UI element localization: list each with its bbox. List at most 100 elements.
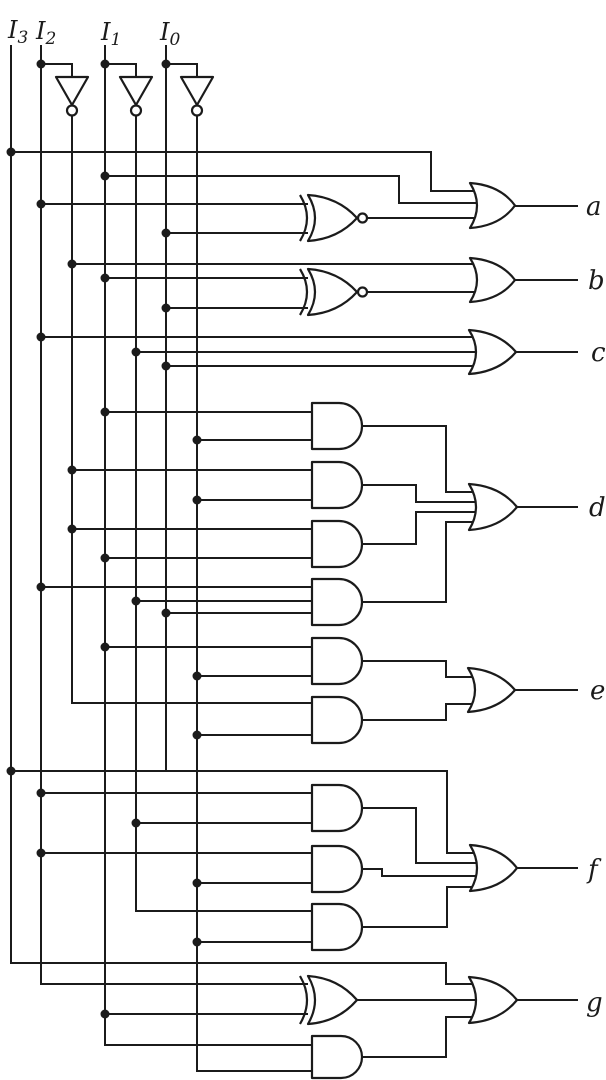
junction-dot bbox=[100, 273, 110, 283]
junction-dot bbox=[36, 332, 46, 342]
input-label-i0: I0 bbox=[159, 18, 180, 50]
junction-dot bbox=[36, 59, 46, 69]
junction-dot bbox=[36, 582, 46, 592]
xnor-bubble-icon bbox=[356, 212, 369, 224]
xor-back-arc bbox=[299, 268, 309, 316]
output-label-c: c bbox=[591, 338, 606, 368]
junction-dot bbox=[100, 1009, 110, 1019]
junction-dot bbox=[192, 671, 202, 681]
wire-d3-out bbox=[362, 511, 479, 545]
input-label-i1: I1 bbox=[100, 18, 121, 50]
xnor-gate-a bbox=[299, 193, 369, 243]
output-label-g: g bbox=[586, 988, 603, 1018]
input-label-sub: 0 bbox=[169, 30, 180, 50]
input-label-i2: I2 bbox=[35, 17, 56, 49]
not-gate-i2 bbox=[54, 75, 90, 117]
wire-d2-out bbox=[362, 484, 477, 503]
wire-rail-i0-inv bbox=[196, 116, 312, 1072]
junction-dot bbox=[100, 407, 110, 417]
wire-f3-out bbox=[362, 886, 478, 928]
xor-body bbox=[306, 974, 359, 1026]
junction-dot bbox=[192, 495, 202, 505]
wire-branch-i0-inv bbox=[166, 63, 198, 77]
wire-rail-i2-inv bbox=[71, 116, 312, 704]
or-gate-d bbox=[467, 482, 519, 532]
junction-dot bbox=[131, 818, 141, 828]
and-gate-d4 bbox=[310, 577, 364, 627]
junction-dot bbox=[100, 171, 110, 181]
and-gate-e1 bbox=[310, 636, 364, 686]
and-gate-f2 bbox=[310, 844, 364, 894]
wire-e2-out bbox=[362, 703, 476, 721]
junction-dot bbox=[6, 766, 16, 776]
wire-a-i3 bbox=[11, 151, 476, 192]
junction-dot bbox=[161, 59, 171, 69]
junction-dot bbox=[36, 848, 46, 858]
xor-back-arc bbox=[299, 194, 309, 242]
junction-dot bbox=[131, 347, 141, 357]
input-label-base: I bbox=[35, 17, 46, 45]
junction-dot bbox=[36, 199, 46, 209]
not-gate-i0 bbox=[179, 75, 215, 117]
not-gate-i1 bbox=[118, 75, 154, 117]
not-gate-bubble-icon bbox=[129, 104, 143, 117]
wire-f-i3 bbox=[11, 770, 478, 854]
gates-group bbox=[54, 75, 519, 1080]
output-label-a: a bbox=[586, 192, 602, 222]
junction-dot bbox=[67, 465, 77, 475]
input-label-sub: 2 bbox=[44, 29, 56, 49]
and-gate-f3 bbox=[310, 902, 364, 952]
junction-dot bbox=[100, 59, 110, 69]
input-label-sub: 1 bbox=[110, 30, 121, 50]
output-label-b: b bbox=[588, 266, 605, 296]
junction-dot bbox=[67, 524, 77, 534]
output-label-d: d bbox=[589, 493, 606, 523]
junction-dot bbox=[161, 361, 171, 371]
junction-dot bbox=[192, 937, 202, 947]
output-label-e: e bbox=[590, 676, 605, 706]
junction-dots-group bbox=[6, 59, 202, 1019]
input-label-base: I bbox=[159, 18, 170, 46]
junction-dot bbox=[131, 596, 141, 606]
wire-branch-i2-inv bbox=[41, 63, 73, 77]
output-label-f: f bbox=[586, 855, 602, 885]
xnor-body bbox=[306, 193, 359, 243]
junction-dot bbox=[100, 642, 110, 652]
wire-rail-i1 bbox=[104, 45, 312, 1046]
or-gate-e bbox=[466, 666, 517, 714]
xnor-body bbox=[306, 267, 359, 317]
wires-group bbox=[10, 45, 578, 1072]
xnor-bubble-icon bbox=[356, 286, 369, 298]
not-gate-bubble-icon bbox=[65, 104, 79, 117]
wire-rail-i3 bbox=[10, 45, 477, 985]
junction-dot bbox=[192, 435, 202, 445]
or-gate-b bbox=[468, 256, 517, 304]
junction-dot bbox=[161, 303, 171, 313]
wire-a-i1 bbox=[105, 175, 476, 204]
wire-d1-out bbox=[362, 425, 477, 493]
junction-dot bbox=[100, 553, 110, 563]
labels-group: I3 I2 I1 I0 a b c d e f g bbox=[7, 16, 606, 1018]
or-gate-g bbox=[467, 975, 519, 1025]
and-gate-d3 bbox=[310, 519, 364, 569]
junction-dot bbox=[161, 228, 171, 238]
or-gate-a bbox=[468, 181, 517, 230]
wire-e1-out bbox=[362, 660, 476, 678]
and-gate-d2 bbox=[310, 460, 364, 510]
input-label-base: I bbox=[7, 16, 18, 44]
or-gate-f bbox=[468, 843, 519, 893]
wire-f1-out bbox=[362, 807, 478, 864]
xnor-gate-b bbox=[299, 267, 369, 317]
and-gate-g bbox=[310, 1034, 364, 1080]
wire-g-and-out bbox=[362, 1016, 477, 1058]
and-gate-e2 bbox=[310, 695, 364, 745]
not-gate-triangle bbox=[179, 75, 215, 107]
wire-rail-i2 bbox=[40, 45, 308, 985]
junction-dot bbox=[36, 788, 46, 798]
junction-dot bbox=[67, 259, 77, 269]
and-gate-d1 bbox=[310, 401, 364, 451]
xor-back-arc bbox=[299, 975, 309, 1025]
input-label-i3: I3 bbox=[7, 16, 28, 48]
